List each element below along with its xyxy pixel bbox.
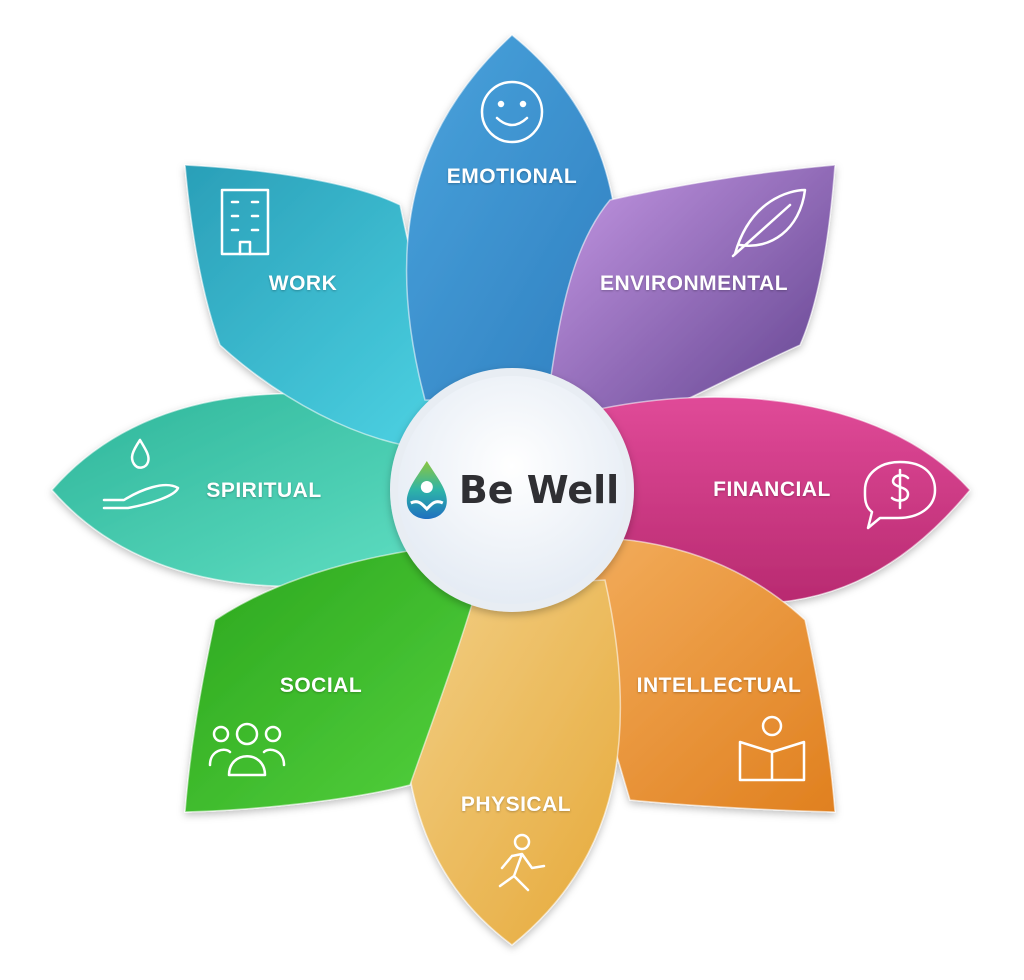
group-people-icon [208, 722, 286, 777]
smiley-icon [480, 80, 544, 144]
person-reading-icon [738, 715, 806, 782]
label-social: SOCIAL [279, 674, 363, 697]
center-circle [390, 368, 634, 612]
label-emotional: EMOTIONAL [446, 165, 578, 188]
label-work: WORK [268, 272, 338, 295]
brand-name: Be Well [458, 468, 620, 512]
label-intellectual: INTELLECTUAL [636, 674, 802, 697]
dollar-speech-bubble-icon [863, 460, 937, 530]
label-environmental: ENVIRONMENTAL [599, 272, 789, 295]
water-drop-logo-icon [406, 461, 447, 519]
be-well-logo: Be Well [405, 459, 619, 521]
leaf-icon [731, 188, 807, 258]
runner-icon [498, 833, 546, 892]
hand-water-drop-icon [102, 438, 180, 510]
label-physical: PHYSICAL [460, 793, 572, 816]
building-icon [220, 188, 270, 256]
label-spiritual: SPIRITUAL [206, 479, 322, 502]
label-financial: FINANCIAL [713, 478, 831, 501]
